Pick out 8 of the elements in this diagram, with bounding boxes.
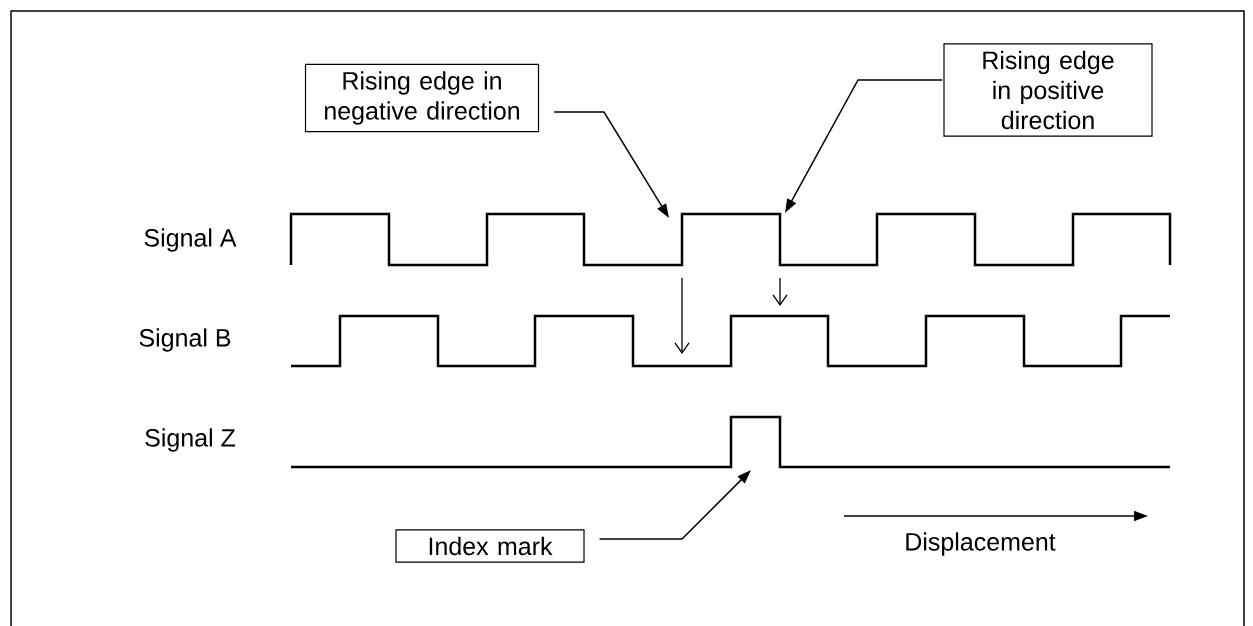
callout-box: Index mark	[395, 529, 585, 563]
signal-label: Signal B	[139, 328, 231, 352]
callout-box: Rising edge in negative direction	[304, 63, 540, 133]
signal-label: Signal A	[144, 228, 237, 252]
leader-line	[598, 470, 751, 540]
axis-label: Displacement	[906, 532, 1056, 556]
callout-box: Rising edge in positive direction	[943, 43, 1153, 137]
signal-label: Signal Z	[145, 428, 236, 452]
